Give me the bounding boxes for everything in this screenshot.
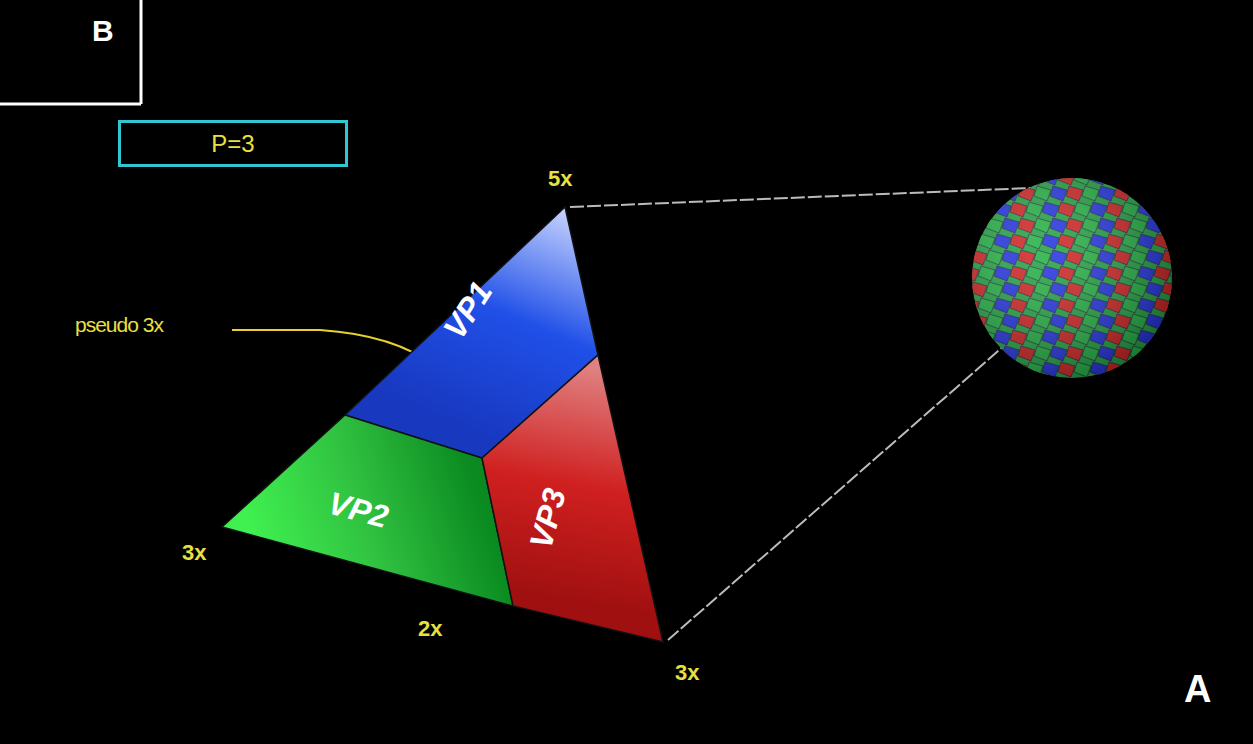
virus-capsid [962,170,1195,393]
symmetry-label: 2x [418,616,442,642]
parameter-box: P=3 [118,120,348,167]
capsid-protein [962,202,979,217]
capsid-protein [1138,362,1155,377]
capsid-protein [1122,362,1139,377]
capsid-protein [1146,378,1163,393]
region-shape [220,205,670,650]
capsid-protein [1114,378,1131,393]
capsid-protein [1154,362,1171,377]
capsid-protein [1162,218,1179,233]
capsid-protein [1162,314,1179,329]
projection-line [570,188,1030,207]
capsid-protein [970,186,987,201]
capsid-protein [1154,170,1171,185]
capsid-protein [1170,202,1187,217]
capsid-protein [1178,186,1195,201]
capsid-protein [1146,346,1163,361]
capsid-protein [1170,170,1187,185]
frame-line [0,103,141,106]
capsid-protein [1178,346,1195,361]
capsid-protein [962,330,979,345]
capsid-protein [1178,282,1195,297]
capsid-protein [994,170,1011,185]
capsid-protein [970,378,987,393]
capsid-shade [972,178,1172,378]
capsid-protein [1010,170,1027,185]
capsid-protein [986,186,1003,201]
capsid-protein [1162,346,1179,361]
capsid-protein [1170,330,1187,345]
capsid-protein [1170,362,1187,377]
capsid-protein [1170,266,1187,281]
capsid-protein [1066,378,1083,393]
capsid-protein [978,202,995,217]
capsid-protein [1002,378,1019,393]
projection-line [668,345,1005,640]
symmetry-label: 3x [675,660,699,686]
panel-box: B [0,0,140,103]
capsid-protein [1178,250,1195,265]
parameter-label: P=3 [211,130,254,158]
capsid-protein [1154,330,1171,345]
capsid-protein [1034,378,1051,393]
panel-letter: A [1184,668,1211,711]
leader-label: pseudo 3x [75,313,163,337]
capsid-protein [1050,378,1067,393]
capsid-protein [986,346,1003,361]
capsid-protein [1106,170,1123,185]
capsid-protein [1026,170,1043,185]
capsid-protein [962,170,979,185]
capsid-protein [1170,234,1187,249]
capsid-protein [1178,314,1195,329]
capsid-protein [978,362,995,377]
symmetry-label: 3x [182,540,206,566]
capsid-protein [1122,170,1139,185]
capsid-protein [1130,378,1147,393]
capsid-protein [962,362,979,377]
frame-line [140,0,143,104]
capsid-protein [978,170,995,185]
capsid-protein [970,346,987,361]
symmetry-label: 5x [548,166,572,192]
capsid-protein [1162,186,1179,201]
capsid-protein [1018,378,1035,393]
capsid-protein [1162,378,1179,393]
capsid-protein [1082,378,1099,393]
capsid-protein [986,378,1003,393]
capsid-protein [1098,378,1115,393]
capsid-protein [994,362,1011,377]
capsid-protein [1178,218,1195,233]
capsid-protein [1138,170,1155,185]
capsid-protein [1178,378,1195,393]
capsid-protein [1170,298,1187,313]
protein-region: VP3 [220,205,670,650]
panel-letter: B [92,14,114,48]
capsid-protein [1154,202,1171,217]
capsid-protein [962,234,979,249]
capsid-protein [1146,186,1163,201]
